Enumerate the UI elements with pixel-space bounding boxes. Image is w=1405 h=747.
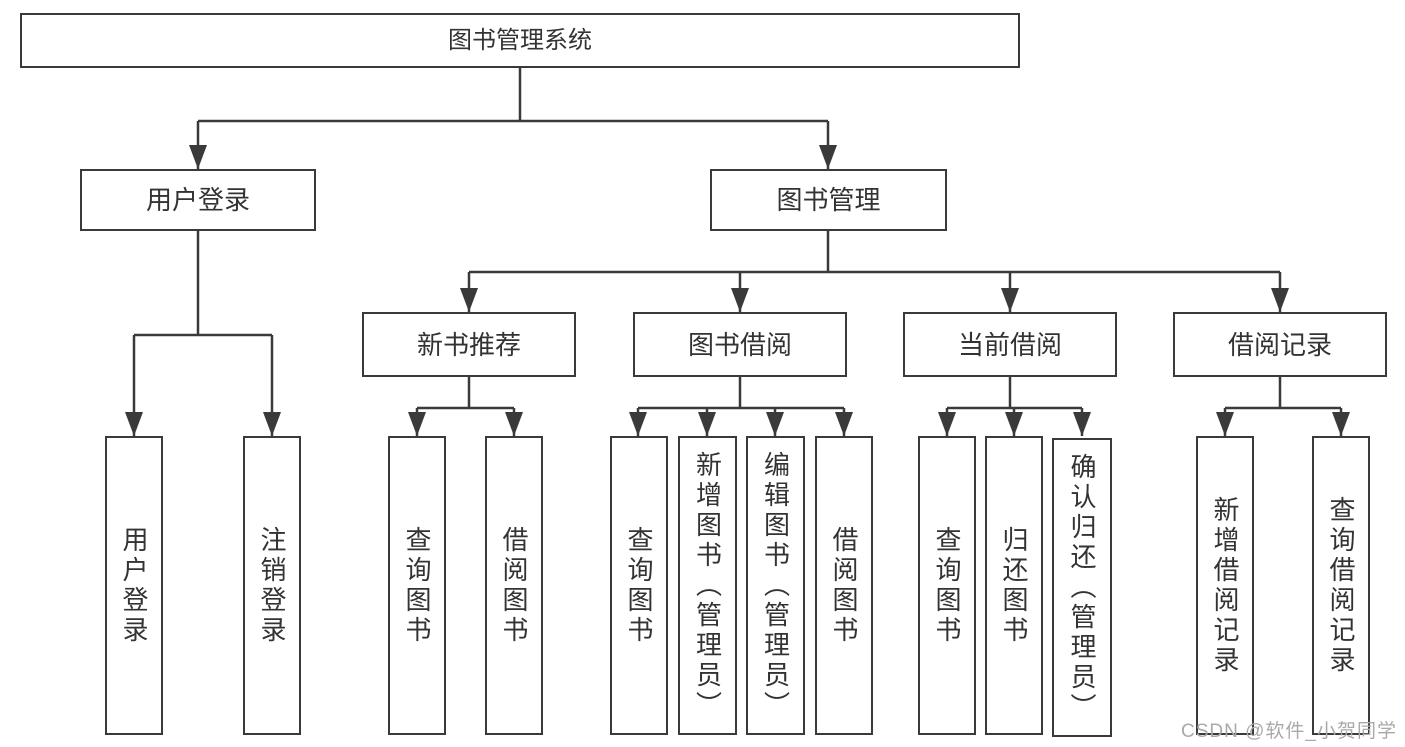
node-book-management: 图书管理	[710, 169, 947, 231]
connector-paths	[132, 68, 1343, 436]
leaf-borrow-books: 借阅图书	[485, 436, 543, 735]
leaf-query-books-2: 查询图书	[610, 436, 668, 735]
leaf-logout: 注销登录	[243, 436, 301, 735]
leaf-query-borrow-record: 查询借阅记录	[1312, 436, 1370, 735]
node-library-management-system: 图书管理系统	[20, 13, 1020, 68]
leaf-borrow-books-2: 借阅图书	[815, 436, 873, 735]
leaf-add-borrow-record: 新增借阅记录	[1196, 436, 1254, 735]
leaf-confirm-return-admin: 确认归还（管理员）	[1052, 438, 1112, 737]
leaf-user-login: 用户登录	[105, 436, 163, 735]
node-current-borrowing: 当前借阅	[903, 312, 1117, 377]
watermark-text: CSDN @软件_小贺同学	[1181, 721, 1397, 742]
leaf-add-book-admin: 新增图书（管理员）	[678, 436, 737, 735]
leaf-return-book: 归还图书	[985, 436, 1043, 735]
leaf-query-books: 查询图书	[388, 436, 446, 735]
node-borrowing-records: 借阅记录	[1173, 312, 1387, 377]
leaf-query-books-3: 查询图书	[918, 436, 976, 735]
node-user-login: 用户登录	[80, 169, 316, 231]
node-book-borrowing: 图书借阅	[633, 312, 847, 377]
leaf-edit-book-admin: 编辑图书（管理员）	[746, 436, 805, 735]
node-new-book-recommendation: 新书推荐	[362, 312, 576, 377]
